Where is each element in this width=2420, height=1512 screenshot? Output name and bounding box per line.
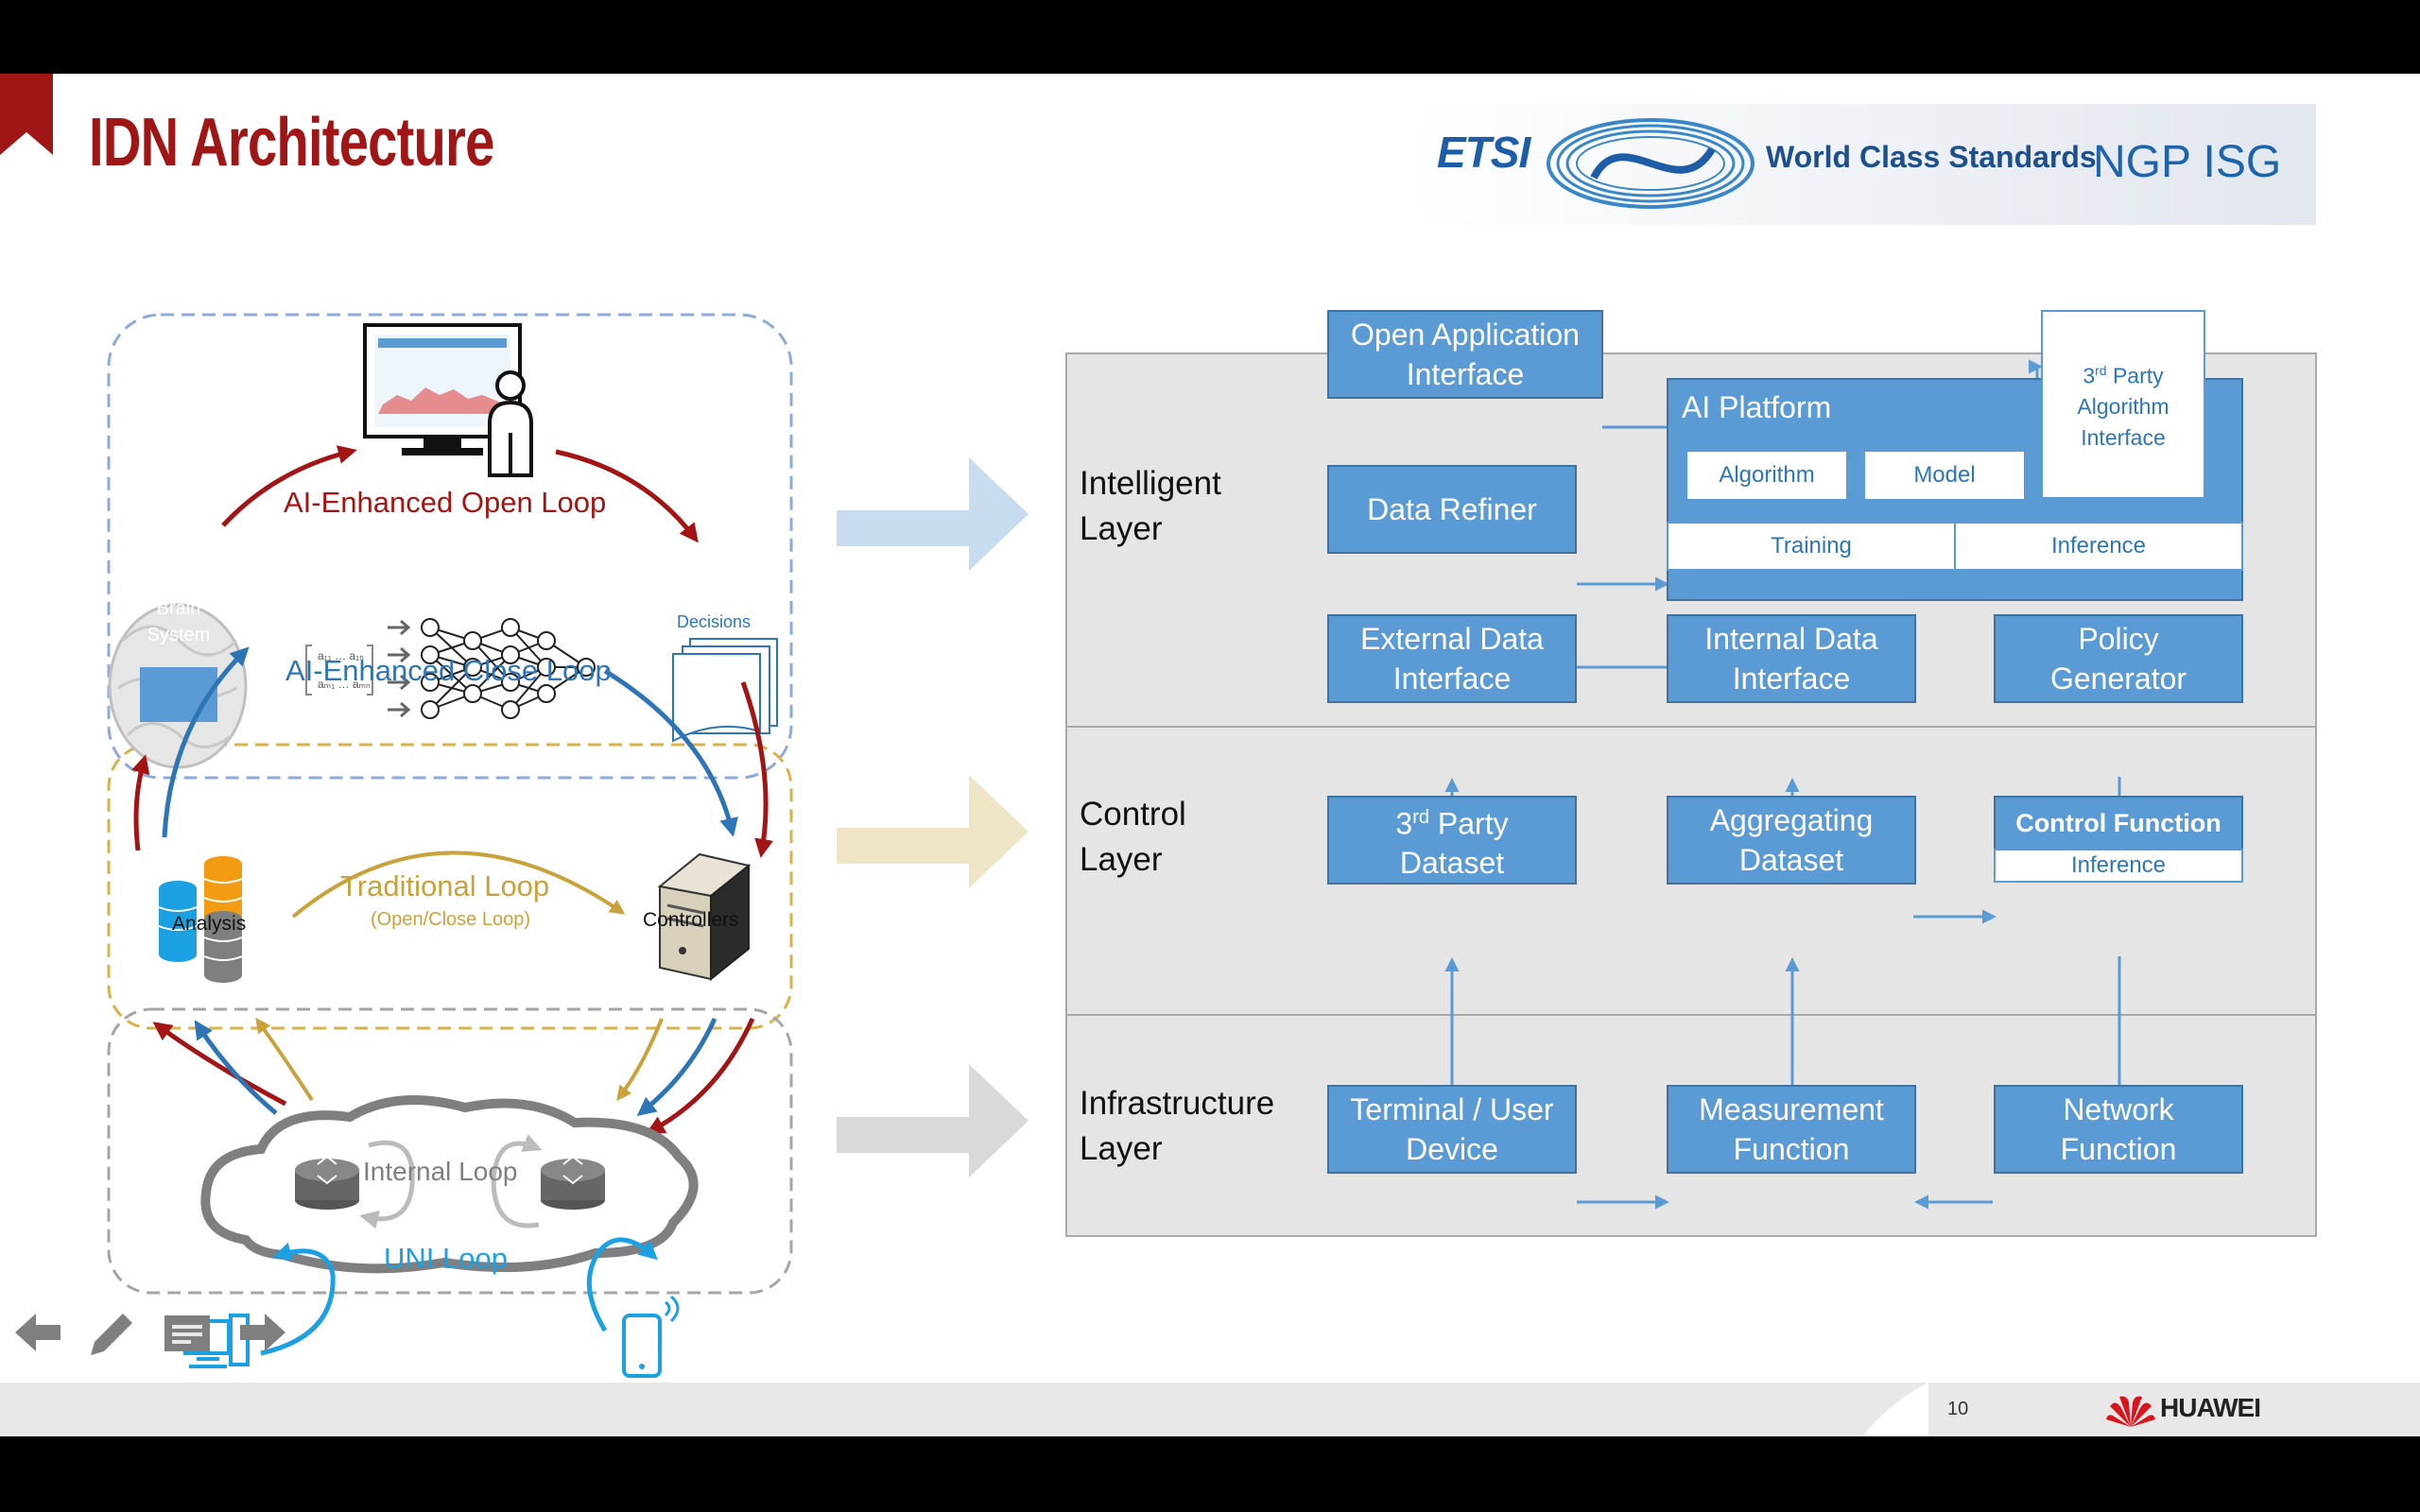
data-refiner-box: Data Refiner xyxy=(1327,465,1577,554)
uni-loop-label: UNI Loop xyxy=(384,1242,508,1275)
analysis-database-icon xyxy=(158,856,243,983)
page-number: 10 xyxy=(1947,1399,1969,1419)
traditional-loop-label: Traditional Loop xyxy=(340,869,550,902)
etsi-logo-text: ETSI xyxy=(1437,128,1530,177)
router-icon xyxy=(541,1155,605,1210)
pen-icon[interactable] xyxy=(81,1302,142,1363)
controllers-label: Controllers xyxy=(643,909,739,931)
infrastructure-loop-region xyxy=(107,1007,793,1295)
slide: IDN Architecture ETSI World Class Standa… xyxy=(0,74,2420,1436)
svg-text:a₁₁ … a₁ₙ: a₁₁ … a₁ₙ xyxy=(318,649,364,662)
next-slide-icon[interactable] xyxy=(233,1302,293,1363)
ngp-isg-label: NGP ISG xyxy=(2093,137,2282,187)
algorithm-box: Algorithm xyxy=(1685,450,1848,501)
ai-loop-region xyxy=(107,313,793,780)
control-function-box: Control Function xyxy=(1994,796,2243,850)
huawei-brand-text: HUAWEI xyxy=(2160,1393,2261,1422)
model-box: Model xyxy=(1863,450,2026,501)
training-box: Training xyxy=(1667,522,1956,571)
slide-notes-icon[interactable] xyxy=(157,1302,217,1363)
internal-loop-label: Internal Loop xyxy=(363,1157,518,1186)
brain-system-icon xyxy=(108,603,248,769)
analysis-label: Analysis xyxy=(172,913,247,935)
ai-inference-box: Inference xyxy=(1954,522,2243,571)
smartphone-icon xyxy=(622,1295,680,1378)
etsi-globe-icon xyxy=(1547,118,1754,209)
controllers-server-icon xyxy=(657,852,752,982)
infrastructure-layer-mapping-arrow xyxy=(837,1064,1028,1177)
page-title: IDN Architecture xyxy=(89,105,494,180)
footer-bar xyxy=(0,1383,2420,1436)
network-cloud-icon xyxy=(200,1095,699,1274)
ai-open-loop-label: AI-Enhanced Open Loop xyxy=(284,486,607,519)
ai-close-loop-label: AI-Enhanced Close Loop xyxy=(285,654,612,687)
control-layer-mapping-arrow xyxy=(837,775,1028,888)
person-icon xyxy=(488,370,533,477)
decisions-document-icon xyxy=(672,638,778,743)
traditional-loop-sublabel: (Open/Close Loop) xyxy=(371,909,530,930)
control-inference-box: Inference xyxy=(1994,849,2243,883)
previous-slide-icon[interactable] xyxy=(8,1302,68,1363)
footer-swoosh xyxy=(1862,1383,1928,1436)
decisions-label: Decisions xyxy=(677,612,752,631)
etsi-logo-banner: ETSI World Class Standards NGP ISG xyxy=(1414,104,2316,225)
huawei-logo-icon xyxy=(2106,1396,2155,1427)
idn-loop-diagram: a₁₁ … a₁ₙ aₘ₁ … aₘₙ xyxy=(107,313,1028,1378)
router-icon xyxy=(295,1155,359,1210)
input-arrows-icon xyxy=(388,619,411,718)
intelligent-layer-mapping-arrow xyxy=(837,457,1028,571)
traditional-loop-region xyxy=(107,743,793,1030)
etsi-tagline: World Class Standards xyxy=(1766,140,2097,174)
neural-network-icon xyxy=(421,618,596,719)
matrix-icon: a₁₁ … a₁ₙ aₘ₁ … aₘₙ xyxy=(305,644,373,696)
svg-text:aₘ₁ … aₘₙ: aₘ₁ … aₘₙ xyxy=(318,678,371,691)
